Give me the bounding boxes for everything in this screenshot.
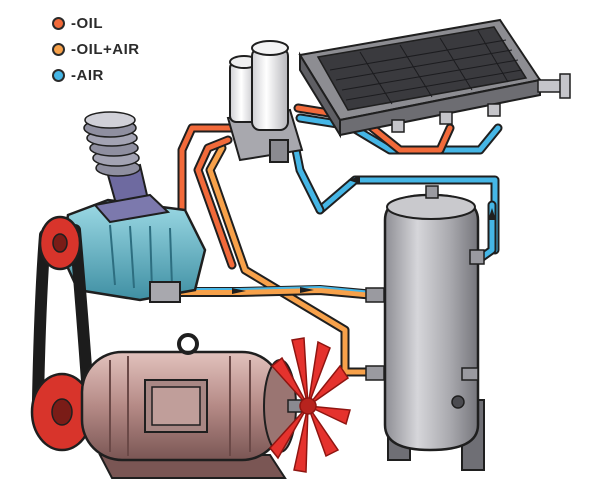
fan-blade-5 <box>307 405 340 458</box>
motor-lifting-eye <box>177 333 199 355</box>
motor-terminal-box-lid <box>151 386 201 426</box>
tank-fitting-side <box>469 249 485 265</box>
separator-valve <box>269 139 289 163</box>
legend-label-oil-air: -OIL+AIR <box>71 40 140 58</box>
separator-filter-right <box>251 47 289 131</box>
oil-air-pipe-horizontal <box>172 286 378 298</box>
legend-label-air: -AIR <box>71 66 104 84</box>
fan-blade-4 <box>307 405 351 426</box>
cooler-frame-front <box>339 78 541 137</box>
flow-arrow-1 <box>232 288 246 294</box>
tank-gauge <box>451 395 465 409</box>
oil-cooler <box>298 18 571 139</box>
fan-blade-7 <box>269 405 309 460</box>
air-color-dot <box>52 68 65 82</box>
compressor-outlet-flange <box>149 281 181 303</box>
cooling-fan <box>269 337 351 473</box>
fan-hub <box>299 397 317 415</box>
fan-blade-3 <box>307 364 350 407</box>
intake-bellows <box>83 111 141 177</box>
legend-item-oil: -OIL <box>52 10 140 36</box>
fan-blade-1 <box>291 337 309 407</box>
fan-blade-2 <box>307 340 331 407</box>
cooler-fittings <box>391 73 571 133</box>
motor-pulley-hub <box>51 398 73 426</box>
oil-air-color-dot <box>52 42 65 56</box>
cooler-grille-lines <box>329 30 523 105</box>
oil-color-dot <box>52 16 65 30</box>
tank-fitting-top <box>425 185 439 199</box>
upper-pulley-hub <box>52 233 68 253</box>
cooler-grille <box>316 26 528 111</box>
separator-filter-right-cap <box>251 40 289 56</box>
legend-item-oil-air: -OIL+AIR <box>52 36 140 62</box>
air-intake <box>83 111 152 220</box>
compressor-top <box>93 193 171 224</box>
receiver-tank <box>365 185 485 471</box>
fan-blade-8 <box>270 356 309 407</box>
tank-body <box>383 193 480 452</box>
legend-item-air: -AIR <box>52 62 140 88</box>
flow-arrow-2 <box>300 287 314 293</box>
tank-inlet-lower <box>365 365 385 381</box>
electric-motor <box>80 333 307 479</box>
oil-pipe-left <box>195 137 235 268</box>
air-pipe-cooler-return <box>293 147 323 213</box>
fan-blade-6 <box>293 405 309 473</box>
compressor-air-end <box>60 193 207 303</box>
flow-arrow-up <box>488 208 496 220</box>
tank-inlet-upper <box>365 287 385 303</box>
motor-cooling-fins <box>109 356 251 456</box>
oil-air-pipe-diagonal <box>207 145 375 375</box>
flow-arrow-left <box>348 176 360 184</box>
oil-separator <box>226 40 304 163</box>
legend-label-oil: -OIL <box>71 14 103 32</box>
tank-drain-valve <box>461 367 479 381</box>
compressor-ribs <box>109 224 173 291</box>
legend: -OIL -OIL+AIR -AIR <box>52 10 140 88</box>
air-stripe-horizontal <box>179 285 373 293</box>
